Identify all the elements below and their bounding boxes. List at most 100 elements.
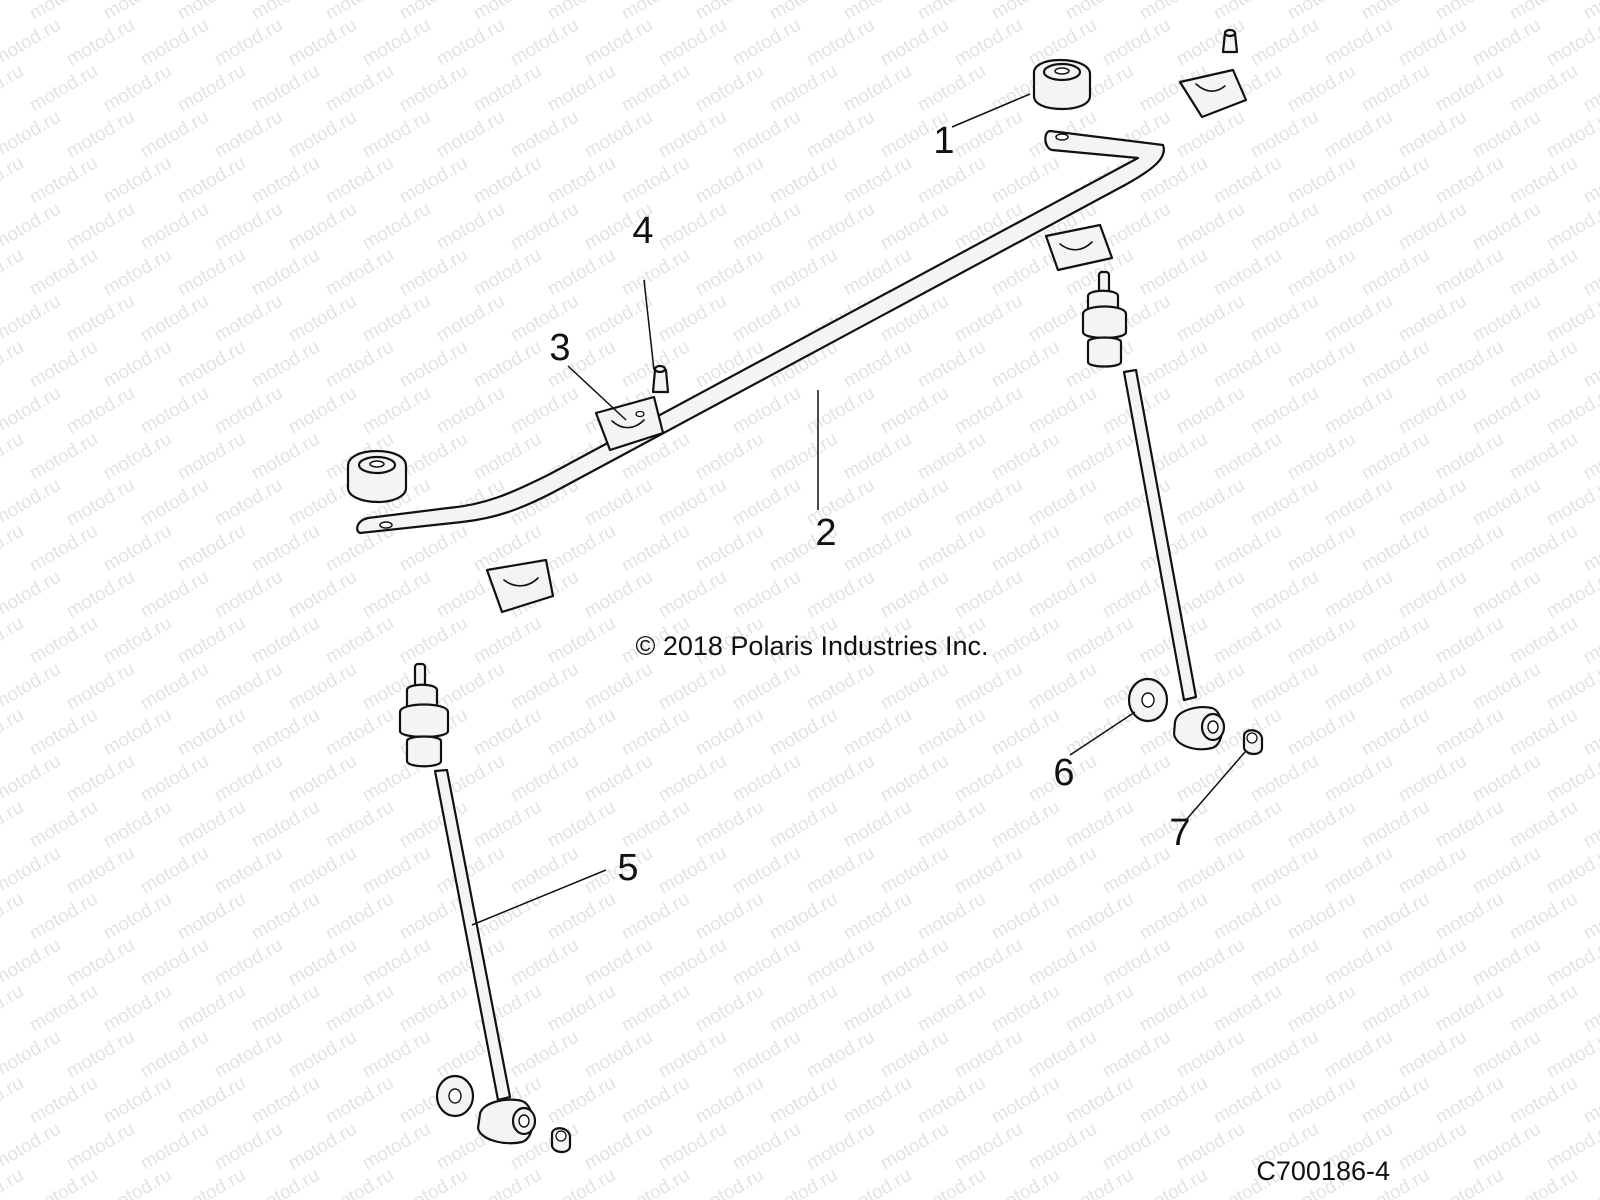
watermark-text: motod.ru <box>0 751 64 807</box>
watermark-text: motod.ru <box>470 0 545 24</box>
watermark-text: motod.ru <box>396 337 471 393</box>
callout-3: 3 <box>549 327 570 369</box>
watermark-text: motod.ru <box>1358 705 1433 761</box>
leader-line-5 <box>471 869 607 926</box>
watermark-text: motod.ru <box>544 1165 619 1200</box>
watermark-text: motod.ru <box>137 1119 212 1175</box>
watermark-text: motod.ru <box>0 0 27 24</box>
watermark-text: motod.ru <box>1395 567 1470 623</box>
watermark-text: motod.ru <box>1321 107 1396 163</box>
watermark-text: motod.ru <box>26 337 101 393</box>
watermark-text: motod.ru <box>63 107 138 163</box>
watermark-text: motod.ru <box>951 843 1026 899</box>
watermark-text: motod.ru <box>618 705 693 761</box>
watermark-text: motod.ru <box>174 705 249 761</box>
watermark-text: motod.ru <box>766 889 841 945</box>
watermark-text: motod.ru <box>0 659 64 715</box>
watermark-text: motod.ru <box>248 889 323 945</box>
watermark-text: motod.ru <box>1062 981 1137 1037</box>
watermark-text: motod.ru <box>137 843 212 899</box>
watermark-text: motod.ru <box>1469 843 1544 899</box>
watermark-text: motod.ru <box>0 981 27 1037</box>
callout-4: 4 <box>632 210 653 252</box>
watermark-text: motod.ru <box>766 0 841 24</box>
watermark-text: motod.ru <box>729 567 804 623</box>
leader-line-3 <box>567 365 627 421</box>
watermark-text: motod.ru <box>581 15 656 71</box>
watermark-text: motod.ru <box>1395 107 1470 163</box>
watermark-text: motod.ru <box>285 107 360 163</box>
watermark-text: motod.ru <box>248 337 323 393</box>
watermark-text: motod.ru <box>1284 1073 1359 1129</box>
watermark-text: motod.ru <box>766 429 841 485</box>
watermark-text: motod.ru <box>100 1165 175 1200</box>
watermark-text: motod.ru <box>988 521 1063 577</box>
watermark-text: motod.ru <box>248 153 323 209</box>
watermark-text: motod.ru <box>0 383 64 439</box>
watermark-text: motod.ru <box>914 337 989 393</box>
watermark-text: motod.ru <box>1358 429 1433 485</box>
watermark-text: motod.ru <box>1321 751 1396 807</box>
watermark-text: motod.ru <box>877 659 952 715</box>
watermark-text: motod.ru <box>507 383 582 439</box>
watermark-text: motod.ru <box>1247 475 1322 531</box>
watermark-text: motod.ru <box>1469 15 1544 71</box>
watermark-text: motod.ru <box>1580 1073 1600 1129</box>
watermark-text: motod.ru <box>877 751 952 807</box>
watermark-text: motod.ru <box>211 751 286 807</box>
watermark-text: motod.ru <box>1210 797 1285 853</box>
watermark-text: motod.ru <box>248 797 323 853</box>
watermark-text: motod.ru <box>803 107 878 163</box>
watermark-text: motod.ru <box>1284 245 1359 301</box>
watermark-text: motod.ru <box>803 199 878 255</box>
watermark-text: motod.ru <box>26 705 101 761</box>
watermark-text: motod.ru <box>63 1119 138 1175</box>
watermark-text: motod.ru <box>1099 751 1174 807</box>
watermark-text: motod.ru <box>1358 245 1433 301</box>
watermark-text: motod.ru <box>433 15 508 71</box>
watermark-text: motod.ru <box>1358 613 1433 669</box>
watermark-text: motod.ru <box>1358 981 1433 1037</box>
watermark-text: motod.ru <box>0 475 64 531</box>
spacer-7 <box>1242 729 1264 756</box>
watermark-text: motod.ru <box>1580 153 1600 209</box>
watermark-text: motod.ru <box>26 1073 101 1129</box>
watermark-text: motod.ru <box>951 291 1026 347</box>
watermark-text: motod.ru <box>729 291 804 347</box>
watermark-text: motod.ru <box>470 337 545 393</box>
callout-5: 5 <box>617 847 638 889</box>
watermark-text: motod.ru <box>655 475 730 531</box>
watermark-text: motod.ru <box>655 843 730 899</box>
watermark-text: motod.ru <box>766 153 841 209</box>
watermark-text: motod.ru <box>1284 705 1359 761</box>
watermark-text: motod.ru <box>803 843 878 899</box>
stabilizer-link-right <box>1081 270 1226 751</box>
watermark-text: motod.ru <box>840 521 915 577</box>
watermark-text: motod.ru <box>1284 613 1359 669</box>
watermark-text: motod.ru <box>396 245 471 301</box>
watermark-text: motod.ru <box>544 521 619 577</box>
watermark-text: motod.ru <box>0 15 64 71</box>
watermark-text: motod.ru <box>618 981 693 1037</box>
watermark-text: motod.ru <box>988 429 1063 485</box>
watermark-text: motod.ru <box>1062 797 1137 853</box>
watermark-text: motod.ru <box>1580 245 1600 301</box>
clamp-3 <box>594 395 665 452</box>
watermark-text: motod.ru <box>174 613 249 669</box>
watermark-text: motod.ru <box>1173 751 1248 807</box>
watermark-text: motod.ru <box>914 889 989 945</box>
watermark-text: motod.ru <box>544 889 619 945</box>
watermark-text: motod.ru <box>100 705 175 761</box>
watermark-text: motod.ru <box>1358 153 1433 209</box>
watermark-text: motod.ru <box>729 1027 804 1083</box>
watermark-text: motod.ru <box>581 1119 656 1175</box>
watermark-text: motod.ru <box>0 199 64 255</box>
watermark-text: motod.ru <box>618 889 693 945</box>
watermark-text: motod.ru <box>951 659 1026 715</box>
watermark-text: motod.ru <box>100 61 175 117</box>
watermark-text: motod.ru <box>1099 935 1174 991</box>
watermark-text: motod.ru <box>322 153 397 209</box>
watermark-text: motod.ru <box>26 521 101 577</box>
watermark-text: motod.ru <box>248 0 323 24</box>
watermark-text: motod.ru <box>581 475 656 531</box>
